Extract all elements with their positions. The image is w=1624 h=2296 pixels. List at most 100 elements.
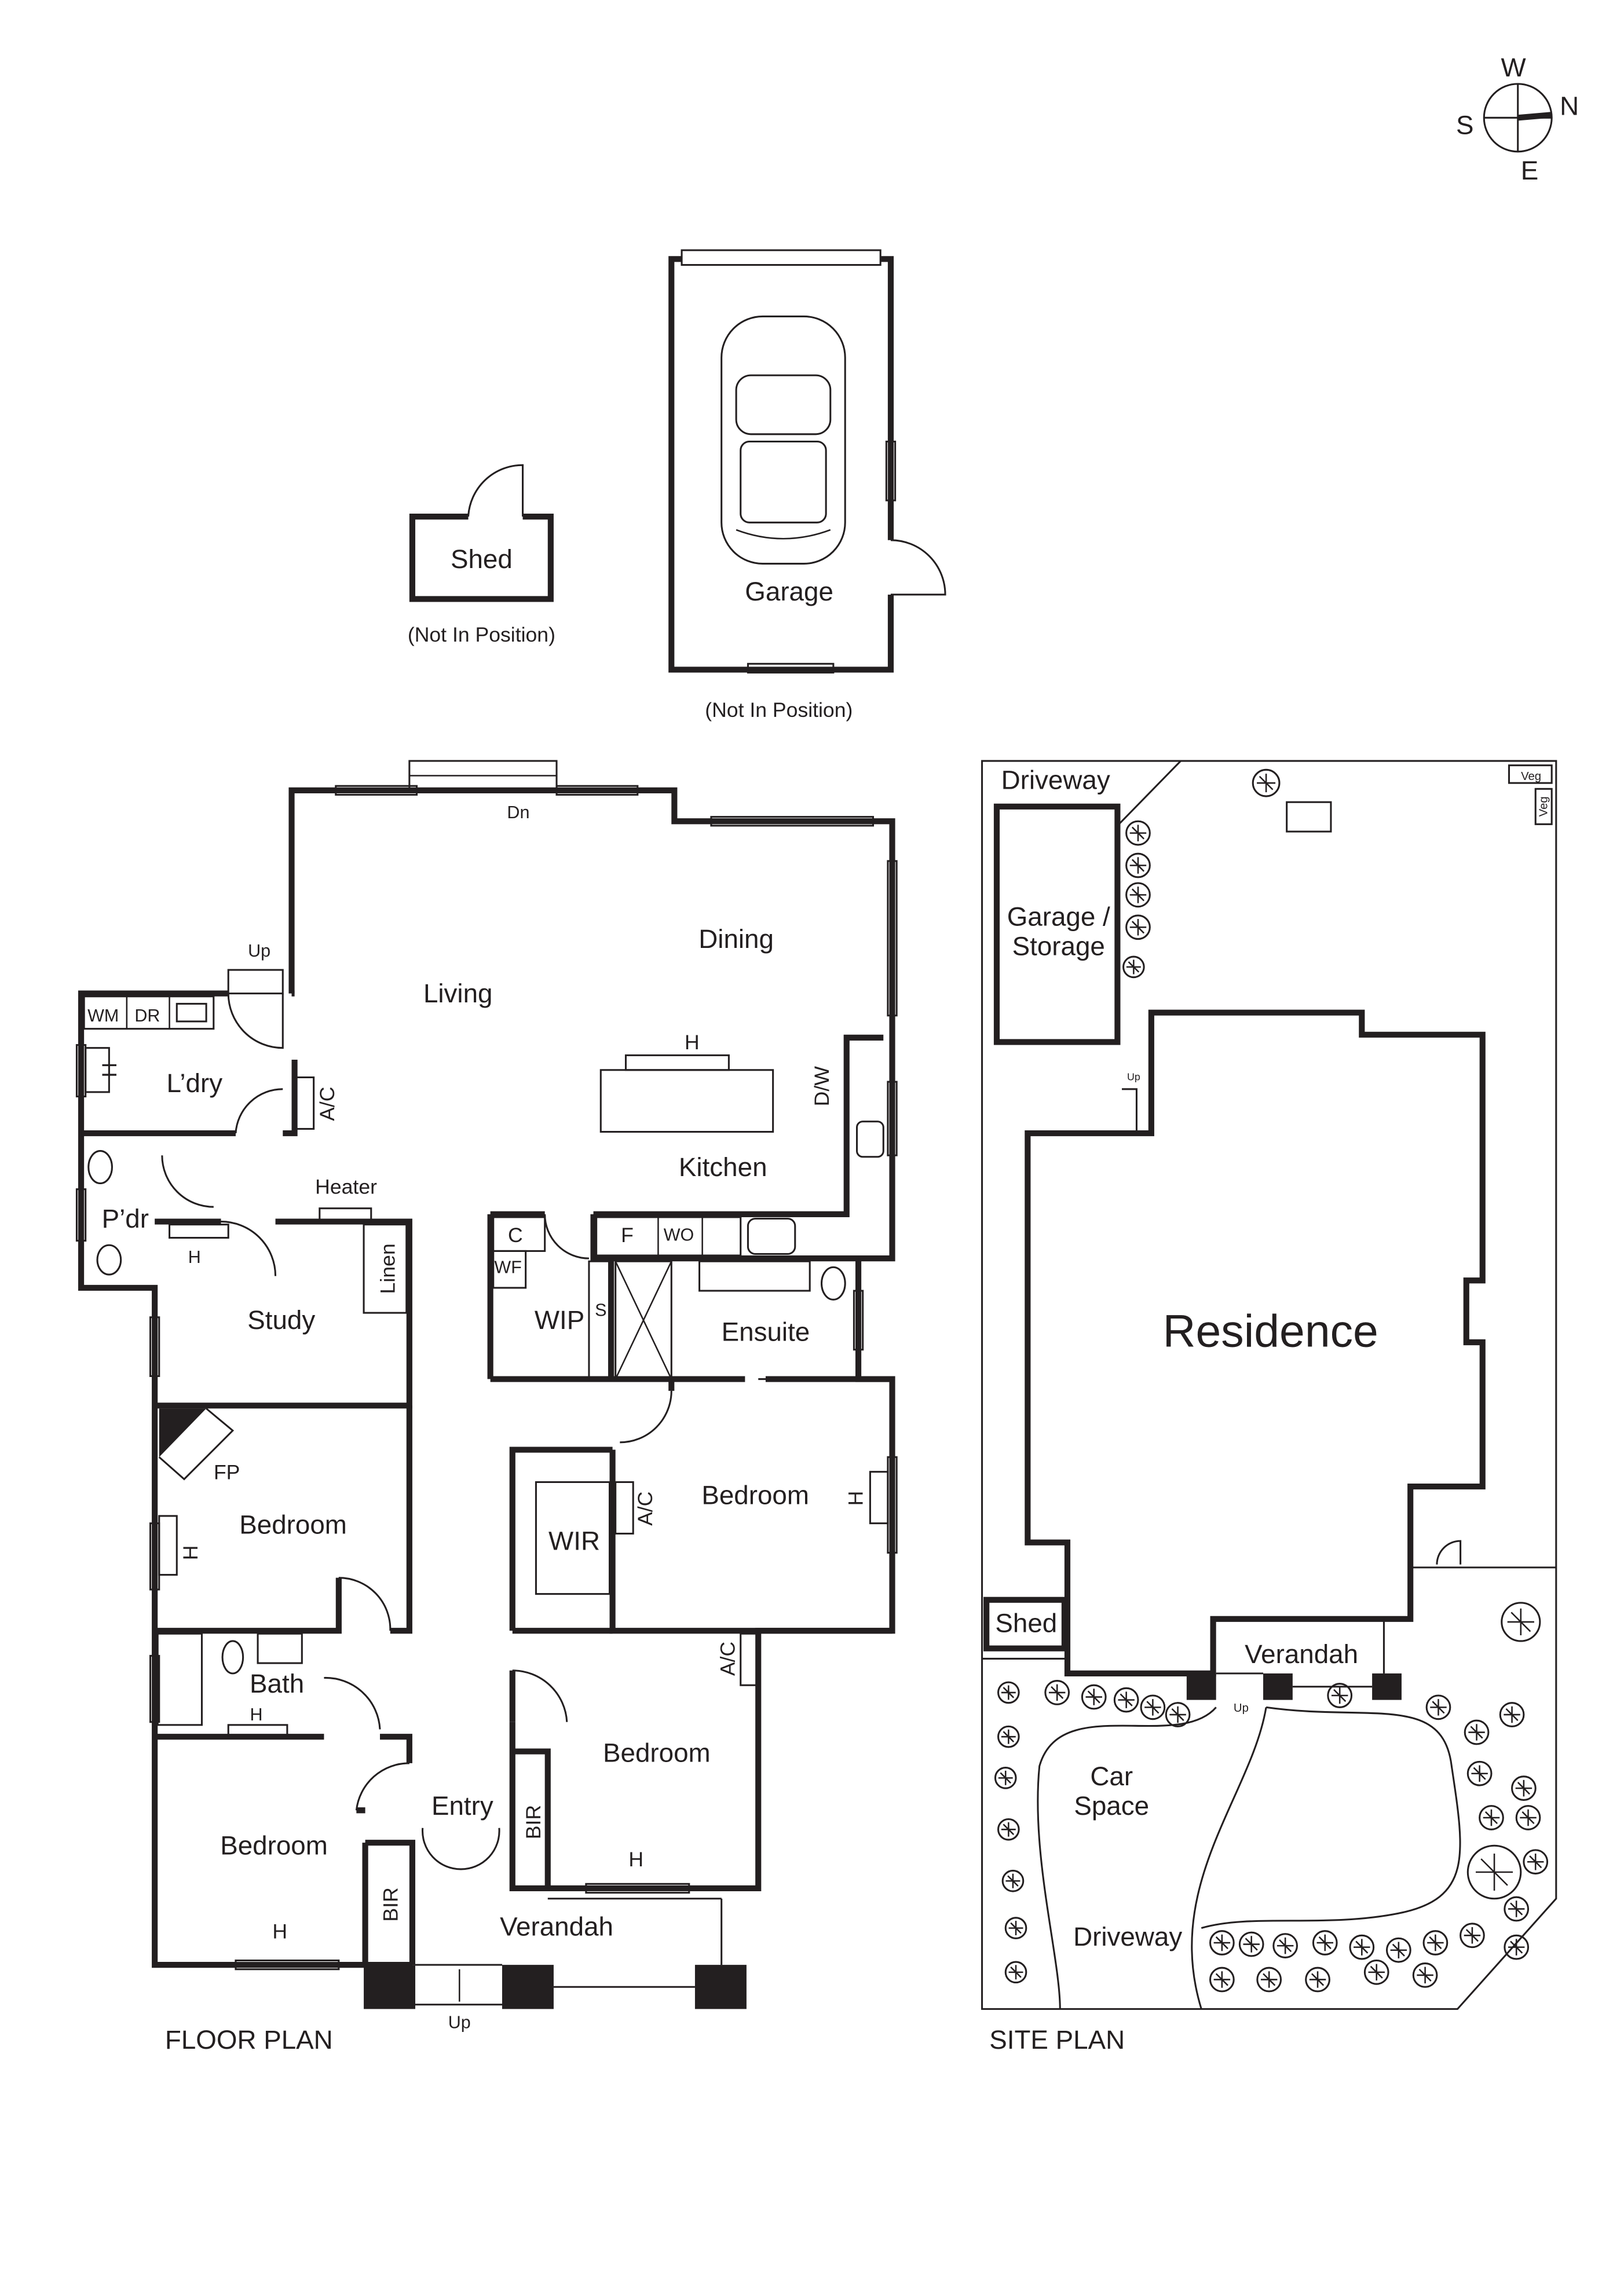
h-label: H bbox=[628, 1848, 643, 1871]
kitchen-bench-wall bbox=[593, 1034, 884, 1217]
tree-icon-detail bbox=[1085, 1689, 1102, 1705]
shed-outbuilding: Shed (Not In Position) bbox=[408, 464, 555, 646]
boundary-lines bbox=[982, 760, 1556, 1660]
tree-icon-detail bbox=[1126, 960, 1141, 975]
tree-icon bbox=[1238, 1931, 1264, 1957]
tree-icon-detail bbox=[1008, 1965, 1023, 1980]
tree-icon-detail bbox=[1001, 1729, 1016, 1744]
up-label: Up bbox=[1234, 1702, 1249, 1715]
tree-icon bbox=[1460, 1923, 1485, 1949]
driveway-path bbox=[1037, 1706, 1461, 2009]
toilet bbox=[820, 1266, 846, 1301]
compass: W N S E bbox=[1456, 53, 1579, 185]
heater bbox=[319, 1207, 372, 1223]
room-bedroom-front-right: Bedroom bbox=[603, 1738, 711, 1767]
room-ensuite: Ensuite bbox=[722, 1317, 810, 1346]
wall bbox=[609, 1449, 893, 1634]
room-bedroom-front-left: Bedroom bbox=[220, 1830, 328, 1860]
h-label: H bbox=[685, 1031, 700, 1054]
verandah-post bbox=[694, 1965, 747, 2009]
ac-label: A/C bbox=[634, 1492, 657, 1526]
toilet bbox=[221, 1640, 244, 1675]
room-living: Living bbox=[423, 979, 493, 1008]
site-garage-storage-label-2: Storage bbox=[1012, 932, 1105, 961]
linen-cupboard bbox=[363, 1224, 408, 1314]
dn-label: Dn bbox=[507, 803, 529, 822]
tree-icon bbox=[1501, 1602, 1541, 1642]
tree-icon bbox=[1125, 914, 1151, 940]
wall bbox=[590, 1214, 859, 1262]
tree-icon-detail bbox=[1527, 1853, 1544, 1870]
tree-icon bbox=[1504, 1896, 1530, 1922]
tree-icon bbox=[1464, 1719, 1490, 1745]
room-dining: Dining bbox=[698, 924, 774, 954]
tree-icon-detail bbox=[1276, 1937, 1294, 1954]
car-icon bbox=[720, 315, 846, 565]
garage-label: Garage bbox=[745, 577, 833, 606]
tree-icon-detail bbox=[1309, 1971, 1326, 1988]
tree-icon bbox=[1363, 1959, 1389, 1985]
wip-wall bbox=[487, 1211, 545, 1379]
tree-icon-detail bbox=[1515, 1779, 1532, 1797]
basin bbox=[87, 1150, 113, 1185]
tree-icon bbox=[1466, 1844, 1522, 1900]
h-label: H bbox=[179, 1546, 202, 1561]
ac-label: A/C bbox=[716, 1642, 740, 1676]
tree-icon-detail bbox=[1316, 1934, 1334, 1951]
laundry-wall bbox=[81, 990, 298, 1137]
room-entry: Entry bbox=[431, 1791, 493, 1821]
residence-outline bbox=[1025, 1009, 1486, 1676]
site-garage-storage bbox=[993, 803, 1121, 1045]
heater bbox=[85, 1047, 110, 1093]
tree-icon-detail bbox=[1257, 774, 1276, 793]
h-label: H bbox=[188, 1247, 201, 1267]
wo-label: WO bbox=[664, 1225, 694, 1245]
bir-label: BIR bbox=[379, 1887, 403, 1921]
garage-door bbox=[681, 249, 882, 266]
front-verandah bbox=[364, 1898, 747, 2009]
tree-icon bbox=[1122, 955, 1145, 979]
tree-icon-detail bbox=[1504, 1706, 1520, 1723]
tree-icon bbox=[1252, 768, 1281, 797]
tree-icon-detail bbox=[1483, 1809, 1500, 1826]
compass-w: W bbox=[1501, 53, 1527, 82]
site-driveway-bottom: Driveway bbox=[1073, 1922, 1182, 1951]
air-conditioner bbox=[615, 1481, 634, 1535]
tree-icon bbox=[1412, 1962, 1438, 1988]
shed-note: (Not In Position) bbox=[408, 623, 555, 646]
cooktop-icon bbox=[747, 1217, 796, 1255]
tree-icon bbox=[1125, 820, 1151, 846]
wm-label: WM bbox=[87, 1006, 119, 1026]
site-shed-label: Shed bbox=[995, 1609, 1057, 1638]
tree-icon-detail bbox=[998, 1770, 1013, 1785]
tree-icon-detail bbox=[1005, 1873, 1021, 1888]
air-conditioner bbox=[740, 1632, 759, 1686]
up-label: Up bbox=[1127, 1071, 1140, 1083]
c-label: C bbox=[508, 1224, 523, 1247]
veg-bed bbox=[1534, 788, 1553, 825]
tree-icon bbox=[1511, 1775, 1537, 1801]
car-space-label-2: Space bbox=[1074, 1791, 1149, 1821]
veg-label: Veg bbox=[1538, 796, 1550, 816]
tree-icon-detail bbox=[1213, 1971, 1231, 1988]
linen-label: Linen bbox=[376, 1243, 399, 1294]
kitchen-bench bbox=[595, 1216, 742, 1257]
compass-e: E bbox=[1521, 156, 1539, 185]
tree-icon bbox=[1165, 1702, 1191, 1727]
site-shed bbox=[983, 1596, 1067, 1651]
tree-icon-detail bbox=[1507, 1608, 1534, 1636]
compass-n: N bbox=[1560, 91, 1579, 120]
trees bbox=[994, 768, 1549, 1993]
tree-icon bbox=[1256, 1967, 1282, 1993]
kitchen-island bbox=[599, 1069, 774, 1133]
tree-icon-detail bbox=[1008, 1921, 1023, 1936]
garage-side-door bbox=[890, 539, 946, 596]
room-labels: Living Dining Kitchen L’dry P’dr Study W… bbox=[102, 924, 810, 2055]
tree-icon-detail bbox=[1464, 1927, 1481, 1944]
verandah-post bbox=[364, 1965, 416, 2009]
room-kitchen: Kitchen bbox=[679, 1152, 767, 1182]
heater bbox=[169, 1224, 229, 1239]
tree-icon bbox=[1312, 1930, 1338, 1956]
heater-label: Heater bbox=[315, 1175, 377, 1198]
